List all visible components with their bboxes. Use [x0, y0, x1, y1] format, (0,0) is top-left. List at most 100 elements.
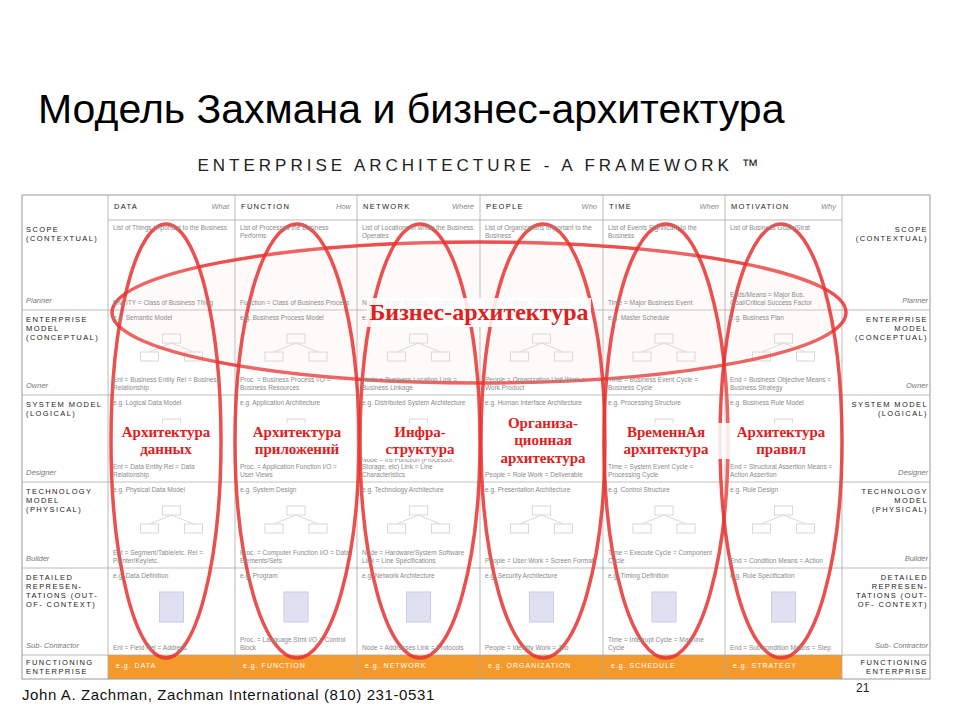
cell-text: e.g. Business Plan — [730, 314, 837, 322]
row-role: Designer — [846, 469, 928, 478]
slide-title: Модель Захмана и бизнес-архитектура — [38, 86, 784, 133]
band-cell: e.g. FUNCTION — [235, 662, 357, 670]
column-question: When — [609, 203, 719, 212]
row-role: Planner — [26, 297, 108, 306]
cell-text: Proc. = Application Function I/O = User … — [240, 463, 352, 479]
cell-text: List of Locations in which the Business … — [362, 224, 475, 240]
band-cell: e.g. NETWORK — [357, 662, 480, 670]
ellipse-shape — [235, 224, 359, 658]
row-label: FUNCTIONING ENTERPRISE — [846, 658, 928, 676]
row-label: DETAILED REPRESEN- TATIONS (OUT-OF- CONT… — [846, 573, 928, 609]
cell-text: Function = Class of Business Process — [240, 299, 352, 307]
cell-text: e.g. Business Rule Model — [730, 399, 837, 407]
architecture-label: Инфра- структура — [363, 423, 477, 460]
column-ellipse: Архитектура приложений — [233, 222, 361, 660]
cell-text: List of Events Significant to the Busine… — [608, 224, 720, 240]
cell-text: e.g. Distributed System Architecture — [362, 399, 475, 407]
cell-text: Ent = Field Rel = Address — [113, 644, 230, 652]
cell-text: Ent = Segment/Table/etc. Rel = Pointer/K… — [113, 549, 230, 565]
row-label: TECHNOLOGY MODEL (PHYSICAL) — [26, 487, 108, 514]
cell-text: End = Structural Assertion Means = Actio… — [730, 463, 837, 479]
column-ellipse: Инфра- структура — [358, 222, 482, 660]
cell-text: End = Sub-condition Means = Step — [730, 644, 837, 652]
row-label: SCOPE (CONTEXTUAL) — [26, 225, 108, 243]
cell-text: Time = Execute Cycle = Component Cycle — [608, 549, 720, 565]
grid-line — [108, 195, 109, 679]
band-cell: e.g. DATA — [108, 662, 235, 670]
cell-text: e.g. Technology Architecture — [362, 486, 475, 494]
row-label: SYSTEM MODEL (LOGICAL) — [26, 400, 108, 418]
cell-text: e.g. Master Schedule — [608, 314, 720, 322]
cell-text: e.g. Logical Data Model — [113, 399, 230, 407]
cell-text: e.g. Security Architecture — [485, 572, 598, 580]
cell-text: Proc. = Language Stmt I/O = Control Bloc… — [240, 636, 352, 652]
cell-text: e.g. Network Architecture — [362, 572, 475, 580]
band-cell: e.g. ORGANIZATION — [480, 662, 603, 670]
architecture-label: Архитектура приложений — [238, 423, 356, 460]
architecture-label: Архитектура данных — [114, 423, 218, 460]
band-cell: e.g. SCHEDULE — [603, 662, 725, 670]
cell-text: Time = System Event Cycle = Processing C… — [608, 463, 720, 479]
column-ellipse: Организа- ционная архитектура — [479, 222, 607, 660]
architecture-label: Бизнес-архитектура — [367, 298, 590, 328]
cell-text: People = Identity Work = Job — [485, 644, 598, 652]
cell-text: List of Organizations Important to the B… — [485, 224, 598, 240]
column-question: Where — [363, 203, 474, 212]
cell-text: Time = Interrupt Cycle = Machine Cycle — [608, 636, 720, 652]
column-question: How — [241, 203, 351, 212]
row-role: Sub- Contractor — [26, 642, 108, 651]
cell-text: e.g. Business Process Model — [240, 314, 352, 322]
table-border — [22, 195, 930, 679]
cell-text: e.g. Program — [240, 572, 352, 580]
cell-text: People = Role Work = Deliverable — [485, 471, 598, 479]
row-role: Sub- Contractor — [846, 642, 928, 651]
architecture-label: Организа- ционная архитектура — [484, 414, 602, 468]
cell-text: Node = Addresses Link = Protocols — [362, 644, 475, 652]
cell-text: Time = Major Business Event — [608, 299, 720, 307]
cell-text: e.g. Timing Definition — [608, 572, 720, 580]
cell-text: e.g. Rule Design — [730, 486, 837, 494]
column-question: Who — [486, 203, 597, 212]
cell-text: Ends/Means = Major Bus. Goal/Critical Su… — [730, 291, 837, 307]
page-number: 21 — [856, 682, 896, 696]
cell-text: e.g. Semantic Model — [113, 314, 230, 322]
row-role: Owner — [846, 382, 928, 391]
cell-text: ENTITY = Class of Business Thing — [113, 299, 230, 307]
cell-text: List of Processes the Business Performs — [240, 224, 352, 240]
row-role: Builder — [26, 555, 108, 564]
column-header: MOTIVATION — [731, 203, 836, 212]
column-ellipse: ВременнАя архитектура — [602, 222, 730, 660]
cell-text: e.g. Data Definition — [113, 572, 230, 580]
architecture-label: Архитектура правил — [723, 423, 839, 460]
column-question: Why — [731, 203, 836, 212]
cell-text: Ent = Data Entity Rel = Data Relationshi… — [113, 463, 230, 479]
framework-subtitle: ENTERPRISE ARCHITECTURE - A FRAMEWORK ™ — [0, 156, 960, 176]
cell-text: e.g. Rule Specification — [730, 572, 837, 580]
column-header: PEOPLE — [486, 203, 597, 212]
row-label: ENTERPRISE MODEL (CONCEPTUAL) — [26, 315, 108, 342]
ellipse-shape — [111, 224, 221, 658]
row-role: Planner — [846, 297, 928, 306]
cell-text: Proc. = Business Process I/O = Business … — [240, 376, 352, 392]
cell-text: e.g. Application Architecture — [240, 399, 352, 407]
cell-text: End = Business Objective Means = Busines… — [730, 376, 837, 392]
grid-line — [108, 220, 842, 221]
cell-text: List of Business Goals/Strat — [730, 224, 837, 232]
row-label: TECHNOLOGY MODEL (PHYSICAL) — [846, 487, 928, 514]
cell-text: List of Things Important to the Business — [113, 224, 230, 232]
column-ellipse: Архитектура данных — [109, 222, 223, 660]
row-role: Builder — [846, 555, 928, 564]
cell-text: People = User Work = Screen Format — [485, 557, 598, 565]
ellipse-shape — [604, 224, 728, 658]
row-role: Owner — [26, 382, 108, 391]
cell-text: People = Organization Unit Work = Work P… — [485, 376, 598, 392]
row-role: Designer — [26, 469, 108, 478]
ellipse-shape — [360, 224, 480, 658]
cell-text: Node = Business Location Link = Business… — [362, 376, 475, 392]
row-label: DETAILED REPRESEN- TATIONS (OUT-OF- CONT… — [26, 573, 108, 609]
row-label: SYSTEM MODEL (LOGICAL) — [846, 400, 928, 418]
ellipse-shape — [720, 224, 842, 658]
cell-text: e.g. Control Structure — [608, 486, 720, 494]
column-header: FUNCTION — [241, 203, 351, 212]
